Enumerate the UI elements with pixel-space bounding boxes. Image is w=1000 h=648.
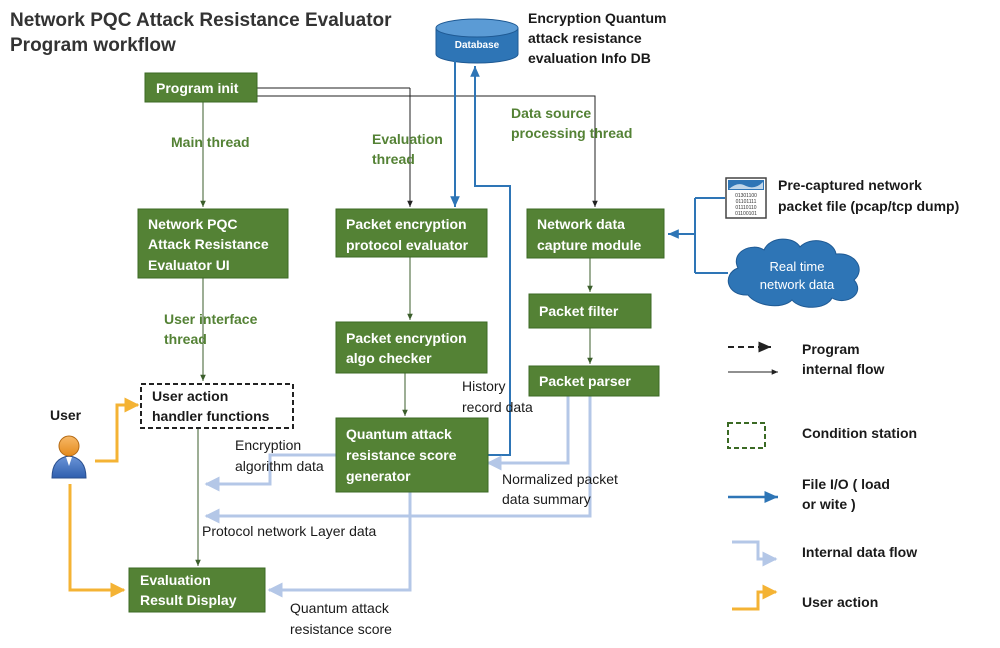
legend: Program internal flow Condition station …: [727, 341, 917, 611]
pcap-binary-1: 01301100: [735, 193, 757, 199]
legend-data-flow-label: Internal data flow: [802, 544, 917, 560]
normalized-annotation-1: Normalized packet: [502, 471, 618, 487]
history-annotation-1: History: [462, 378, 506, 394]
cloud-label-1: Real time: [770, 259, 825, 274]
user-action-connectors: [68, 397, 140, 598]
score-generator-label-2: resistance score: [346, 447, 457, 463]
pcap-file-icon: 01301100 01101111 01110110 01100101: [725, 177, 767, 219]
pcap-caption-2: packet file (pcap/tcp dump): [778, 198, 959, 214]
program-flow-connectors: [257, 87, 598, 207]
pcap-binary-3: 01110110: [735, 205, 756, 211]
user-label: User: [50, 407, 82, 423]
data-source-thread-label-2: processing thread: [511, 125, 632, 141]
program-init-box: Program init: [144, 72, 258, 103]
legend-condition-swatch: [727, 422, 766, 449]
pcap-binary-4: 01100101: [735, 211, 757, 217]
diagram-title-line2: Program workflow: [10, 35, 176, 56]
evaluation-thread-label-1: Evaluation: [372, 131, 443, 147]
handler-functions-box: User action handler functions: [140, 383, 294, 429]
history-annotation-2: record data: [462, 399, 533, 415]
ui-thread-label-1: User interface: [164, 311, 258, 327]
capture-module-label-1: Network data: [537, 216, 625, 232]
legend-file-io-label-1: File I/O ( load: [802, 476, 890, 492]
legend-user-action-label: User action: [802, 594, 878, 610]
database-caption-line1: Encryption Quantum: [528, 10, 666, 26]
main-thread-label: Main thread: [171, 134, 250, 150]
user-icon: [51, 435, 87, 479]
handler-label-2: handler functions: [152, 408, 270, 424]
legend-file-io-label-2: or wite ): [802, 496, 856, 512]
algo-checker-label-2: algo checker: [346, 350, 432, 366]
packet-parser-label: Packet parser: [539, 373, 631, 389]
score-generator-label-3: generator: [346, 468, 411, 484]
legend-user-action-swatch: [732, 584, 778, 611]
realtime-network-cloud-icon: Real time network data: [727, 238, 860, 308]
database-caption-line3: evaluation Info DB: [528, 50, 651, 66]
evaluator-ui-label-1: Network PQC: [148, 216, 237, 232]
score-generator-box: Quantum attack resistance score generato…: [335, 417, 489, 493]
score-annotation-1: Quantum attack: [290, 600, 390, 616]
protocol-layer-annotation: Protocol network Layer data: [202, 523, 377, 539]
packet-filter-label: Packet filter: [539, 303, 619, 319]
evaluator-ui-label-2: Attack Resistance: [148, 236, 269, 252]
protocol-evaluator-box: Packet encryption protocol evaluator: [335, 208, 488, 258]
capture-module-box: Network data capture module: [526, 208, 665, 259]
program-init-label: Program init: [156, 80, 239, 96]
packet-filter-box: Packet filter: [528, 293, 652, 329]
evaluation-thread-label-2: thread: [372, 151, 415, 167]
pcap-binary-2: 01101111: [736, 199, 757, 205]
database-label: Database: [455, 40, 500, 51]
diagram-title-line1: Network PQC Attack Resistance Evaluator: [10, 10, 392, 31]
evaluator-ui-box: Network PQC Attack Resistance Evaluator …: [137, 208, 289, 279]
result-display-label-1: Evaluation: [140, 572, 211, 588]
ui-thread-label-2: thread: [164, 331, 207, 347]
algo-checker-label-1: Packet encryption: [346, 330, 467, 346]
legend-program-label-2: internal flow: [802, 361, 885, 377]
database-icon: Database: [435, 18, 519, 64]
result-display-label-2: Result Display: [140, 592, 237, 608]
internal-data-flow-connectors: [204, 396, 592, 598]
evaluator-ui-label-3: Evaluator UI: [148, 257, 230, 273]
legend-program-label-1: Program: [802, 341, 860, 357]
protocol-evaluator-label-1: Packet encryption: [346, 216, 467, 232]
encryption-algo-annotation-1: Encryption: [235, 437, 301, 453]
score-generator-label-1: Quantum attack: [346, 426, 452, 442]
protocol-evaluator-label-2: protocol evaluator: [346, 237, 469, 253]
file-io-connectors: [450, 60, 728, 456]
capture-module-label-2: capture module: [537, 237, 641, 253]
legend-condition-label: Condition station: [802, 425, 917, 441]
cloud-label-2: network data: [760, 277, 835, 292]
score-annotation-2: resistance score: [290, 621, 392, 637]
legend-data-flow-swatch: [732, 540, 778, 567]
handler-label-1: User action: [152, 388, 228, 404]
data-source-thread-label-1: Data source: [511, 105, 591, 121]
pcap-caption-1: Pre-captured network: [778, 177, 922, 193]
encryption-algo-annotation-2: algorithm data: [235, 458, 324, 474]
normalized-annotation-2: data summary: [502, 491, 591, 507]
internal-green-connectors: [195, 102, 593, 566]
database-caption-line2: attack resistance: [528, 30, 642, 46]
result-display-box: Evaluation Result Display: [128, 567, 266, 613]
packet-parser-box: Packet parser: [528, 365, 660, 397]
algo-checker-box: Packet encryption algo checker: [335, 321, 488, 374]
